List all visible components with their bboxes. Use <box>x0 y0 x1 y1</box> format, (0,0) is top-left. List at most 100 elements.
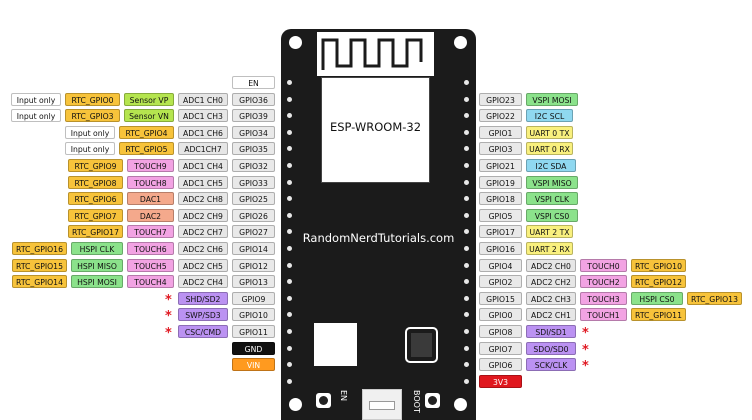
header-pin <box>464 329 469 334</box>
pin-label-gpio17: GPIO17 <box>479 225 522 239</box>
pin-label-hspi-cs0: HSPI CS0 <box>631 291 683 305</box>
pin-label-gpio6: GPIO6 <box>479 358 522 372</box>
pin-label-gpio1: GPIO1 <box>479 125 522 139</box>
pin-label-gpio4: GPIO4 <box>479 258 522 272</box>
header-pin <box>464 179 469 185</box>
pin-label-i2c-sda: I2C SDA <box>526 159 576 172</box>
pin-label-hspi-miso: HSPI MISO <box>71 258 123 272</box>
pin-label-gpio16: GPIO16 <box>479 242 522 255</box>
header-pin <box>287 229 292 235</box>
usb-uart-chip-core <box>411 333 432 357</box>
pin-label-gpio12: GPIO12 <box>232 258 275 272</box>
pin-label-gpio9: GPIO9 <box>232 291 275 305</box>
header-pin <box>464 80 469 85</box>
en-button-label: EN <box>339 390 348 402</box>
mounting-hole-top-right <box>454 36 467 49</box>
pin-label-swp-sd3: SWP/SD3 <box>178 308 228 322</box>
header-pin <box>287 196 292 202</box>
en-button[interactable] <box>316 393 331 408</box>
pin-label-adc2-ch7: ADC2 CH7 <box>178 225 228 239</box>
header-pin <box>287 262 292 268</box>
header-pin <box>464 196 469 202</box>
module-label: ESP-WROOM-32 <box>329 120 422 134</box>
header-pin <box>287 246 292 251</box>
pin-label-adc1ch7: ADC1CH7 <box>178 142 228 156</box>
pin-label-gpio23: GPIO23 <box>479 92 522 106</box>
pin-label-adc1-ch4: ADC1 CH4 <box>178 159 228 172</box>
pin-label-rtc-gpio3: RTC_GPIO3 <box>65 109 120 123</box>
pin-label-gpio2: GPIO2 <box>479 275 522 289</box>
pin-label-gpio11: GPIO11 <box>232 325 275 338</box>
pin-label-touch9: TOUCH9 <box>127 159 174 172</box>
restricted-pin-marker: * <box>582 342 589 358</box>
pin-label-vspi-miso: VSPI MISO <box>526 175 578 189</box>
header-pin <box>287 163 292 168</box>
pin-label-gpio35: GPIO35 <box>232 142 275 156</box>
header-pin <box>464 246 469 251</box>
mounting-hole-bottom-right <box>454 398 467 411</box>
pin-label-rtc-gpio7: RTC_GPIO7 <box>68 208 123 222</box>
pin-label-gpio3: GPIO3 <box>479 142 522 156</box>
pcb-antenna <box>317 32 434 76</box>
usb-uart-chip <box>405 327 438 363</box>
pin-label-gpio34: GPIO34 <box>232 125 275 139</box>
header-pin <box>464 163 469 168</box>
mounting-hole-bottom-left <box>289 398 302 411</box>
esp-wroom-32-module: ESP-WROOM-32 <box>321 77 430 183</box>
restricted-pin-marker: * <box>165 309 172 325</box>
pin-label-adc1-ch3: ADC1 CH3 <box>178 109 228 123</box>
pin-label-uart-2-rx: UART 2 RX <box>526 242 573 255</box>
pin-label-touch1: TOUCH1 <box>580 308 627 322</box>
pin-label-rtc-gpio8: RTC_GPIO8 <box>68 175 123 189</box>
header-pin <box>464 279 469 285</box>
pin-label-uart-0-rx: UART 0 RX <box>526 142 573 156</box>
pin-label-en: EN <box>232 76 275 89</box>
header-pin <box>287 80 292 85</box>
pin-label-sdi-sd1: SDI/SD1 <box>526 325 576 338</box>
header-pin <box>287 113 292 119</box>
pin-label-rtc-gpio13: RTC_GPIO13 <box>687 291 742 305</box>
regulator-tab <box>320 330 330 340</box>
pin-label-sdo-sd0: SDO/SD0 <box>526 341 576 355</box>
header-pin <box>287 279 292 285</box>
pin-label-gpio25: GPIO25 <box>232 192 275 206</box>
pin-label-dac1: DAC1 <box>127 192 174 206</box>
pin-label-dac2: DAC2 <box>127 208 174 222</box>
header-pin <box>287 295 292 301</box>
header-pin <box>464 345 469 351</box>
pin-label-rtc-gpio4: RTC_GPIO4 <box>119 125 174 139</box>
header-pin <box>464 362 469 368</box>
pin-label-gpio14: GPIO14 <box>232 242 275 255</box>
pin-label-adc2-ch8: ADC2 CH8 <box>178 192 228 206</box>
en-button-dot-icon <box>319 396 328 405</box>
pin-label-input-only: Input only <box>11 109 61 123</box>
pin-label-gpio27: GPIO27 <box>232 225 275 239</box>
pin-label-gpio22: GPIO22 <box>479 109 522 123</box>
pin-label-gpio5: GPIO5 <box>479 208 522 222</box>
pin-label-touch3: TOUCH3 <box>580 291 627 305</box>
pin-label-touch2: TOUCH2 <box>580 275 627 289</box>
pin-label-hspi-clk: HSPI CLK <box>71 242 123 255</box>
pin-label-vspi-mosi: VSPI MOSI <box>526 92 578 106</box>
pin-label-adc2-ch9: ADC2 CH9 <box>178 208 228 222</box>
pin-label-rtc-gpio12: RTC_GPIO12 <box>631 275 686 289</box>
boot-button-label: BOOT <box>412 390 421 413</box>
website-label: RandomNerdTutorials.com <box>302 231 455 245</box>
pin-label-adc2-ch3: ADC2 CH3 <box>526 291 576 305</box>
pin-label-adc2-ch6: ADC2 CH6 <box>178 242 228 255</box>
pin-label-gpio33: GPIO33 <box>232 175 275 189</box>
pin-label-adc1-ch0: ADC1 CH0 <box>178 92 228 106</box>
boot-button[interactable] <box>425 393 440 408</box>
pin-label-vspi-cs0: VSPI CS0 <box>526 208 578 222</box>
pin-label-gpio32: GPIO32 <box>232 159 275 172</box>
pin-label-input-only: Input only <box>65 142 115 156</box>
header-pin <box>464 129 469 135</box>
usb-opening-icon <box>369 401 395 410</box>
micro-usb-port[interactable] <box>362 389 402 420</box>
pin-label-input-only: Input only <box>65 125 115 139</box>
pin-label-input-only: Input only <box>11 92 61 106</box>
pin-label-gpio26: GPIO26 <box>232 208 275 222</box>
header-pin <box>287 362 292 368</box>
header-pin <box>464 312 469 318</box>
pin-label-rtc-gpio16: RTC_GPIO16 <box>12 242 67 255</box>
